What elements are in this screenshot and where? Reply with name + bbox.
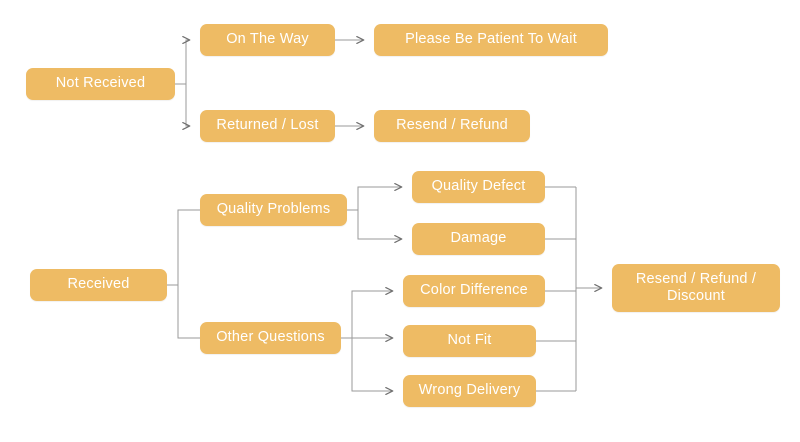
node-damage[interactable]: Damage: [412, 223, 545, 255]
edge-received-to-other-questions: [177, 285, 200, 339]
node-color-difference[interactable]: Color Difference: [403, 275, 545, 307]
node-not-fit[interactable]: Not Fit: [403, 325, 536, 357]
edge-other-questions-to-color-difference: [351, 287, 394, 338]
node-not-received[interactable]: Not Received: [26, 68, 175, 100]
edge-other-questions-to-wrong-delivery: [351, 338, 394, 395]
node-quality-problems[interactable]: Quality Problems: [200, 194, 347, 226]
node-other-questions[interactable]: Other Questions: [200, 322, 341, 354]
node-label: Quality Problems: [216, 201, 331, 218]
node-label: On The Way: [226, 31, 309, 48]
node-label: Not Received: [55, 75, 146, 92]
node-label: Please Be Patient To Wait: [405, 31, 577, 48]
node-returned-lost[interactable]: Returned / Lost: [200, 110, 335, 142]
node-label: Damage: [450, 230, 507, 247]
node-quality-defect[interactable]: Quality Defect: [412, 171, 545, 203]
node-label: Resend / Refund / Discount: [635, 270, 757, 304]
edge-quality-problems-to-quality-defect: [357, 183, 403, 210]
edge-quality-problems-to-damage: [357, 210, 403, 243]
node-label: Received: [67, 276, 130, 293]
edge-not-received-to-returned-lost: [182, 84, 191, 130]
node-label: Not Fit: [447, 332, 492, 349]
node-label: Quality Defect: [431, 178, 526, 195]
node-label: Wrong Delivery: [418, 382, 521, 399]
node-label: Returned / Lost: [216, 117, 319, 134]
node-wrong-delivery[interactable]: Wrong Delivery: [403, 375, 536, 407]
node-label: Other Questions: [216, 329, 325, 346]
node-label: Color Difference: [420, 282, 528, 299]
edge-received-to-quality-problems: [177, 209, 200, 285]
node-on-the-way[interactable]: On The Way: [200, 24, 335, 56]
node-resend-refund-discount[interactable]: Resend / Refund / Discount: [612, 264, 780, 312]
node-received[interactable]: Received: [30, 269, 167, 301]
node-please-be-patient-to-wait[interactable]: Please Be Patient To Wait: [374, 24, 608, 56]
node-resend-refund[interactable]: Resend / Refund: [374, 110, 530, 142]
edge-not-received-to-on-the-way: [182, 36, 191, 84]
node-label: Resend / Refund: [396, 117, 508, 134]
